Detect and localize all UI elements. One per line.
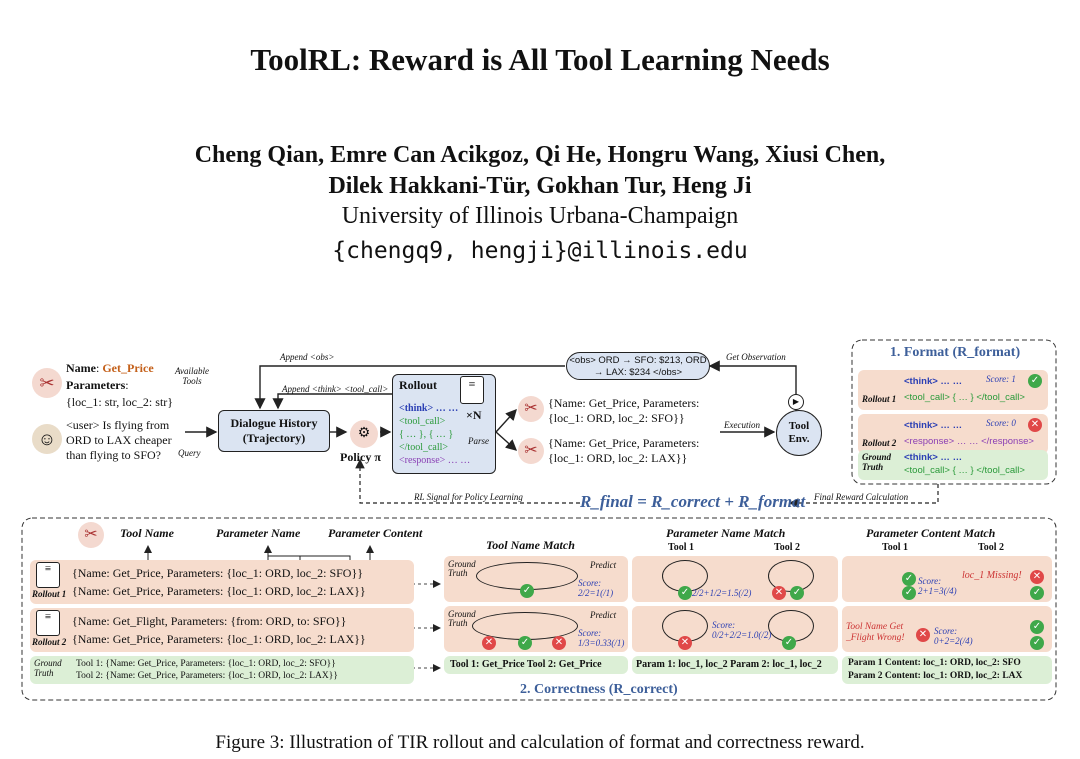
pnm-rollout-2: ✕ ✓ Score: 0/2+2/2=1.0(/2): [632, 606, 838, 652]
play-icon: ▶: [788, 394, 804, 410]
rollout-title: Rollout: [399, 378, 438, 392]
format-row-line2: <tool_call> { … } </tool_call>: [904, 465, 1025, 476]
format-row-line1: <think> … …: [904, 420, 963, 431]
pnm-tool-1: Tool 1: [668, 542, 695, 553]
execution-label: Execution: [724, 420, 760, 430]
rollout-1-call-2: {Name: Get_Price, Parameters: {loc_1: OR…: [72, 584, 366, 598]
pcm-tool-1: Tool 1: [882, 542, 909, 553]
append-think-label: Append <think> <tool_call>: [282, 384, 389, 394]
user-query: <user> Is flying from ORD to LAX cheaper…: [66, 418, 172, 462]
authors-line-2: Dilek Hakkani-Tür, Gokhan Tur, Heng Ji: [328, 173, 752, 199]
param-name-match-title: Parameter Name Match: [666, 526, 786, 540]
rollout-2-call-2: {Name: Get_Price, Parameters: {loc_1: OR…: [72, 632, 366, 646]
pnm-tool-2: Tool 2: [774, 542, 801, 553]
parsed-call-1: {Name: Get_Price, Parameters: {loc_1: OR…: [548, 396, 700, 425]
param-content-match-title: Parameter Content Match: [866, 526, 996, 540]
scroll-icon: ≡: [460, 376, 484, 404]
policy-label: Policy π: [340, 450, 381, 464]
wrench-icon: ✂: [32, 368, 62, 398]
available-tools-label: Available Tools: [175, 366, 209, 386]
rollout-1-calls: {Name: Get_Price, Parameters: {loc_1: OR…: [72, 564, 414, 600]
available-tool-spec: Name: Get_Price Parameters: {loc_1: str,…: [66, 361, 174, 409]
figure-caption: Figure 3: Illustration of TIR rollout an…: [215, 732, 865, 753]
ground-truth-calls: Tool 1: {Name: Get_Price, Parameters: {l…: [76, 658, 414, 682]
tnm-rollout-2: Ground Truth Predict ✕ ✓ ✕ Score: 1/3=0.…: [444, 606, 628, 652]
rollout-2-call-1: {Name: Get_Flight, Parameters: {from: OR…: [72, 614, 347, 628]
format-title: 1. Format (R_format): [889, 345, 1021, 360]
affiliation: University of Illinois Urbana-Champaign: [341, 203, 739, 229]
tnm-ground-truth: Tool 1: Get_Price Tool 2: Get_Price: [444, 656, 628, 674]
figure-3: ✂ Name: Get_Price Parameters: {loc_1: st…: [20, 332, 1060, 704]
pcm-ground-truth: Param 1 Content: loc_1: ORD, loc_2: SFO …: [842, 656, 1052, 684]
format-row-line1: <think> … …: [904, 376, 963, 387]
rollout-box: Rollout <think> … … <tool_call> { … }, {…: [392, 374, 496, 474]
pnm-rollout-1: ✓ ✕ ✓ 2/2+1/2=1.5(/2): [632, 556, 838, 602]
format-row: Ground Truth <think> … … <tool_call> { … }…: [858, 450, 1048, 480]
col-param-name: Parameter Name: [216, 526, 301, 540]
parsed-call-2: {Name: Get_Price, Parameters: {loc_1: OR…: [548, 436, 700, 465]
format-row-score: Score: 0: [986, 418, 1016, 428]
authors-line-1: Cheng Qian, Emre Can Acikgoz, Qi He, Hon…: [194, 142, 886, 168]
tnm-rollout-1: Ground Truth Predict ✓ Score: 2/2=1(/1): [444, 556, 628, 602]
rollout-1-label: Rollout 1: [32, 589, 67, 599]
format-row-line2: <response> … … </response>: [904, 436, 1034, 447]
rollout-response: <response> … …: [399, 455, 471, 466]
dialogue-history-box: Dialogue History (Trajectory): [218, 410, 330, 452]
wrench-icon: ✂: [518, 438, 544, 464]
rollout-toolcall-body: { … }, { … }: [399, 429, 454, 440]
rollout-toolcall-open: <tool_call>: [399, 416, 446, 427]
append-obs-label: Append <obs>: [280, 352, 335, 362]
pcm-rollout-1: ✓ ✓ loc_1 Missing! ✕ ✓ Score: 2+1=3(/4): [842, 556, 1052, 602]
rollout-1-row: [30, 560, 414, 604]
rollout-toolcall-close: </tool_call>: [399, 442, 449, 453]
pcm-tool-2: Tool 2: [978, 542, 1005, 553]
gt-call-1: Tool 1: {Name: Get_Price, Parameters: {l…: [76, 659, 336, 669]
user-icon: ☺: [32, 424, 62, 454]
ground-truth-label: Ground Truth: [34, 658, 62, 678]
format-row-label: Rollout 2: [862, 438, 897, 448]
observation-box: <obs> ORD → SFO: $213, ORD → LAX: $234 <…: [566, 352, 710, 380]
email: {chengq9, hengji}@illinois.edu: [332, 238, 748, 264]
scroll-icon: ≡: [36, 610, 60, 636]
rollout-2-label: Rollout 2: [32, 637, 67, 647]
gt-call-2: Tool 2: {Name: Get_Price, Parameters: {l…: [76, 671, 338, 681]
format-row-line1: <think> … …: [904, 452, 963, 463]
format-row-label: Rollout 1: [862, 394, 897, 404]
format-row-score: Score: 1: [986, 374, 1016, 384]
col-param-content: Parameter Content: [328, 526, 423, 540]
brain-icon: ⚙: [350, 420, 378, 448]
tool-name-match-title: Tool Name Match: [486, 538, 575, 552]
check-icon: ✓: [1028, 374, 1042, 388]
rollout-2-row: [30, 608, 414, 652]
format-row: Rollout 1 <think> … … <tool_call> { … } </…: [858, 370, 1048, 410]
cross-icon: ✕: [1028, 418, 1042, 432]
times-n: ×N: [466, 408, 482, 422]
rollout-think: <think> … …: [399, 403, 459, 414]
format-row-line2: <tool_call> { … } </tool_call>: [904, 392, 1025, 403]
col-tool-name: Tool Name: [120, 526, 174, 540]
scroll-icon: ≡: [36, 562, 60, 588]
author-list: Cheng Qian, Emre Can Acikgoz, Qi He, Hon…: [0, 140, 1080, 202]
pcm-rollout-2: Tool Name Get _Flight Wrong! ✕ ✓ ✓ Score…: [842, 606, 1052, 652]
ground-truth-row: [30, 656, 414, 684]
correctness-title: 2. Correctness (R_correct): [520, 682, 678, 697]
wrench-icon: ✂: [78, 522, 104, 548]
rollout-1-call-1: {Name: Get_Price, Parameters: {loc_1: OR…: [72, 566, 363, 580]
final-reward-formula: R_final = R_correct + R_format: [580, 492, 806, 511]
get-observation-label: Get Observation: [726, 352, 786, 362]
rollout-2-calls: {Name: Get_Flight, Parameters: {from: OR…: [72, 612, 414, 648]
tool-env: Tool Env.: [776, 410, 822, 456]
pnm-ground-truth: Param 1: loc_1, loc_2 Param 2: loc_1, lo…: [632, 656, 838, 674]
final-reward-label: Final Reward Calculation: [814, 492, 909, 502]
query-label: Query: [178, 448, 201, 458]
format-row-label: Ground Truth: [862, 452, 892, 472]
format-row: Rollout 2 <think> … … <response> … … </res…: [858, 414, 1048, 454]
wrench-icon: ✂: [518, 396, 544, 422]
parse-label: Parse: [468, 436, 489, 446]
paper-title: ToolRL: Reward is All Tool Learning Need…: [250, 42, 830, 77]
rl-signal-label: RL Signal for Policy Learning: [414, 492, 523, 502]
